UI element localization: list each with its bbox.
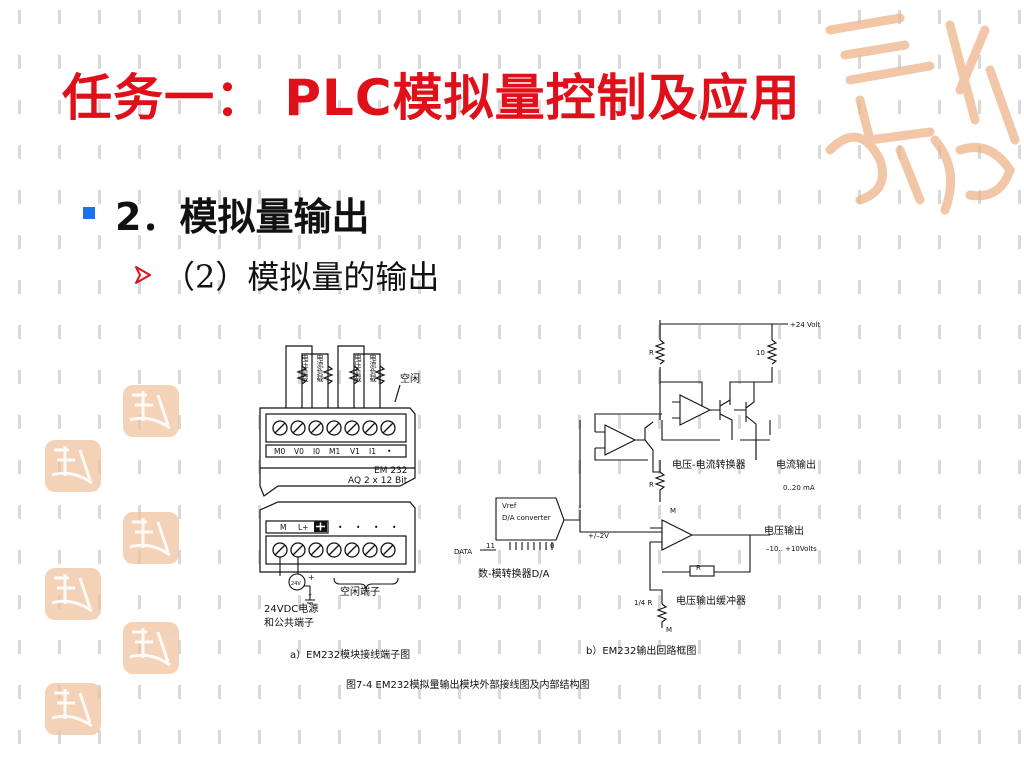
square-bullet-icon [83,207,95,219]
bullet-level-2: （2）模拟量的输出 [133,252,439,298]
load-label: 电压负载 [301,353,309,383]
svg-text:•: • [356,523,360,532]
power-supply-symbol [279,557,399,604]
em232-figure: M0 V0 I0 M1 V1 I1 • EM 232 AQ 2 x 12 Bit… [259,320,820,691]
load-labels: 电压负载 电流负载 电压负载 电流负载 [301,353,377,383]
small-seal-stamps [45,385,179,735]
svg-text:•: • [387,447,391,456]
svg-text:–: – [308,590,312,599]
ground-label: M [666,626,672,634]
module-model: EM 232 [374,466,408,476]
svg-text:+: + [308,573,315,582]
top-screw-terminals [272,420,396,436]
resistor-label: R [649,481,654,489]
spare-terminals-label: 空闲端子 [340,585,380,598]
left-caption: a）EM232模块接线端子图 [290,648,410,661]
load-label: 电流负载 [316,353,324,383]
right-caption: b）EM232输出回路框图 [586,644,696,657]
slide-title: 任务一： PLC模拟量控制及应用 [62,69,801,127]
bottom-terminal-block [259,501,416,573]
buffer-label: 电压输出缓冲器 [676,594,746,607]
power-label: 24VDC电源 [264,602,318,615]
resistor-10-label: 10 [756,349,765,357]
bottom-terminal-label: L+ [298,523,308,532]
dac-label: D/A converter [502,514,551,522]
spare-label: 空闲 [400,372,420,385]
circuit-labels: +24 Volt R 10 R M 0..20 mA –10.. +10Volt… [454,321,820,634]
power-label: 和公共端子 [264,616,314,629]
current-range-label: 0..20 mA [783,484,815,492]
terminal-label: I1 [369,447,376,456]
data-label: DATA [454,548,472,556]
voltage-range-label: –10.. +10Volts [766,545,817,553]
top-terminal-labels: M0 V0 I0 M1 V1 I1 • [274,447,391,456]
bullet-level-1: 2．模拟量输出 [83,186,369,240]
dac-label: Vref [502,502,517,510]
load-label: 电压负载 [354,353,362,383]
arrow-bullet-icon [135,266,151,284]
dac-caption: 数-模转换器D/A [478,567,550,580]
voltage-output-label: 电压输出 [764,524,804,537]
vi-converter-label: 电压-电流转换器 [672,458,746,471]
terminal-label: M1 [329,447,340,456]
supply-symbol-label: 24V [291,581,301,587]
resistor-label: R [649,349,654,357]
svg-text:•: • [392,523,396,532]
terminal-label: I0 [313,447,320,456]
supply-label: +24 Volt [790,321,820,329]
svg-text:•: • [374,523,378,532]
bottom-terminal-label: M [280,523,286,532]
figure-caption: 图7-4 EM232模拟量输出模块外部接线图及内部结构图 [346,678,590,691]
current-output-label: 电流输出 [776,458,816,471]
terminal-label: V0 [294,447,304,456]
bottom-screw-terminals [272,542,396,558]
em232-output-circuit [480,320,788,628]
load-label: 电流负载 [369,353,377,383]
quarter-resistor-label: 1/4 R [634,599,652,607]
terminal-label: M0 [274,447,285,456]
module-spec: AQ 2 x 12 Bit [348,476,408,486]
bit-low-label: 0 [550,542,554,550]
svg-text:•: • [338,523,342,532]
feedback-resistor-label: R [696,564,701,572]
ground-label: M [670,507,676,515]
bit-high-label: 11 [486,542,495,550]
bullet-level-1-text: 2．模拟量输出 [115,194,370,239]
large-seal-stamp [825,13,1020,215]
terminal-label: V1 [350,447,360,456]
range-label: +/–2V [588,532,609,540]
bullet-level-2-text: （2）模拟量的输出 [163,258,440,296]
